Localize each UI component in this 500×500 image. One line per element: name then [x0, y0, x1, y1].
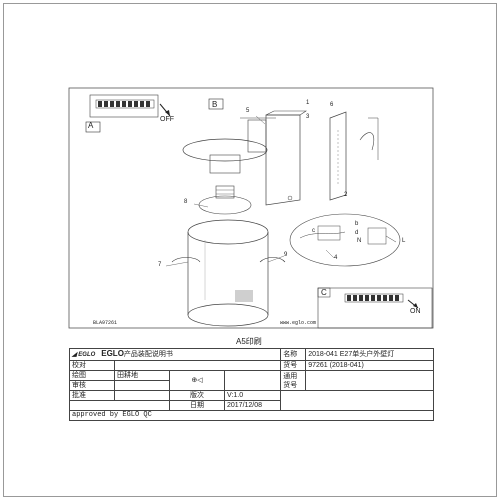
check-label: 校对 [69, 360, 115, 371]
panel-c-label: C [321, 288, 327, 297]
callout-9: 9 [284, 252, 288, 258]
callout-5: 5 [246, 108, 250, 114]
name-label: 名称 [280, 348, 307, 361]
switch-off-label: OFF [160, 116, 174, 123]
name-value: 2018-041 E27单头户外壁灯 [305, 348, 434, 361]
date-value: 2017/12/08 [223, 400, 282, 411]
doc-title: 产品装配说明书 [123, 351, 173, 358]
callout-8: 8 [184, 199, 188, 205]
lamp-cap [182, 138, 268, 162]
title-header-cell: ◢ EGLO EGLO产品装配说明书 [68, 348, 282, 361]
wall-bracket [329, 111, 347, 201]
callout-b: b [355, 221, 359, 227]
item-value: 97261 (2018-041) [305, 360, 434, 371]
item-label: 货号 [280, 360, 307, 371]
eglo-logo: ◢ EGLO [72, 352, 96, 358]
date-label: 日期 [169, 400, 225, 411]
drawing-value: 田耕地 [114, 370, 170, 381]
bulb-drawing [198, 185, 252, 215]
callout-d: d [355, 230, 359, 236]
title-block: ◢ EGLO EGLO产品装配说明书 名称 2018-041 E27单头户外壁灯… [68, 348, 434, 421]
callout-n: N [357, 238, 362, 244]
callout-4: 4 [334, 255, 338, 261]
brand-name: EGLO [101, 349, 124, 359]
panel-b-label: B [212, 100, 218, 109]
callout-c: c [312, 228, 315, 234]
glass-cylinder [187, 219, 269, 327]
sheet-size-label: A5印刷 [236, 337, 262, 346]
callout-2: 2 [344, 192, 348, 198]
version-value: V:1.0 [223, 390, 282, 401]
panel-a-label: A [88, 121, 94, 130]
switch-on-label: ON [410, 308, 421, 315]
callout-l: L [402, 238, 406, 244]
dip-switch-a [95, 99, 155, 109]
switch-box-a [89, 94, 159, 118]
article-number: BLA97261 [93, 320, 118, 326]
approved-by: approved by EGLO QC [69, 410, 434, 421]
back-plate [265, 114, 301, 206]
projection-icon: ⊕◁ [191, 377, 203, 384]
approve-label: 批准 [69, 390, 115, 401]
page-frame [3, 3, 497, 497]
callout-3: 3 [306, 114, 310, 120]
callout-7: 7 [158, 262, 162, 268]
wiring-detail [289, 213, 401, 267]
website-text: www.eglo.com [280, 320, 317, 326]
review-label: 审核 [69, 380, 115, 391]
general-label: 通用货号 [280, 370, 307, 391]
callout-1: 1 [306, 100, 310, 106]
projection-symbol: ⊕◁ [169, 370, 225, 391]
dip-switch-c [344, 293, 404, 303]
drawing-label: 绘图 [69, 370, 115, 381]
version-label: 版次 [169, 390, 225, 401]
callout-6: 6 [330, 102, 334, 108]
